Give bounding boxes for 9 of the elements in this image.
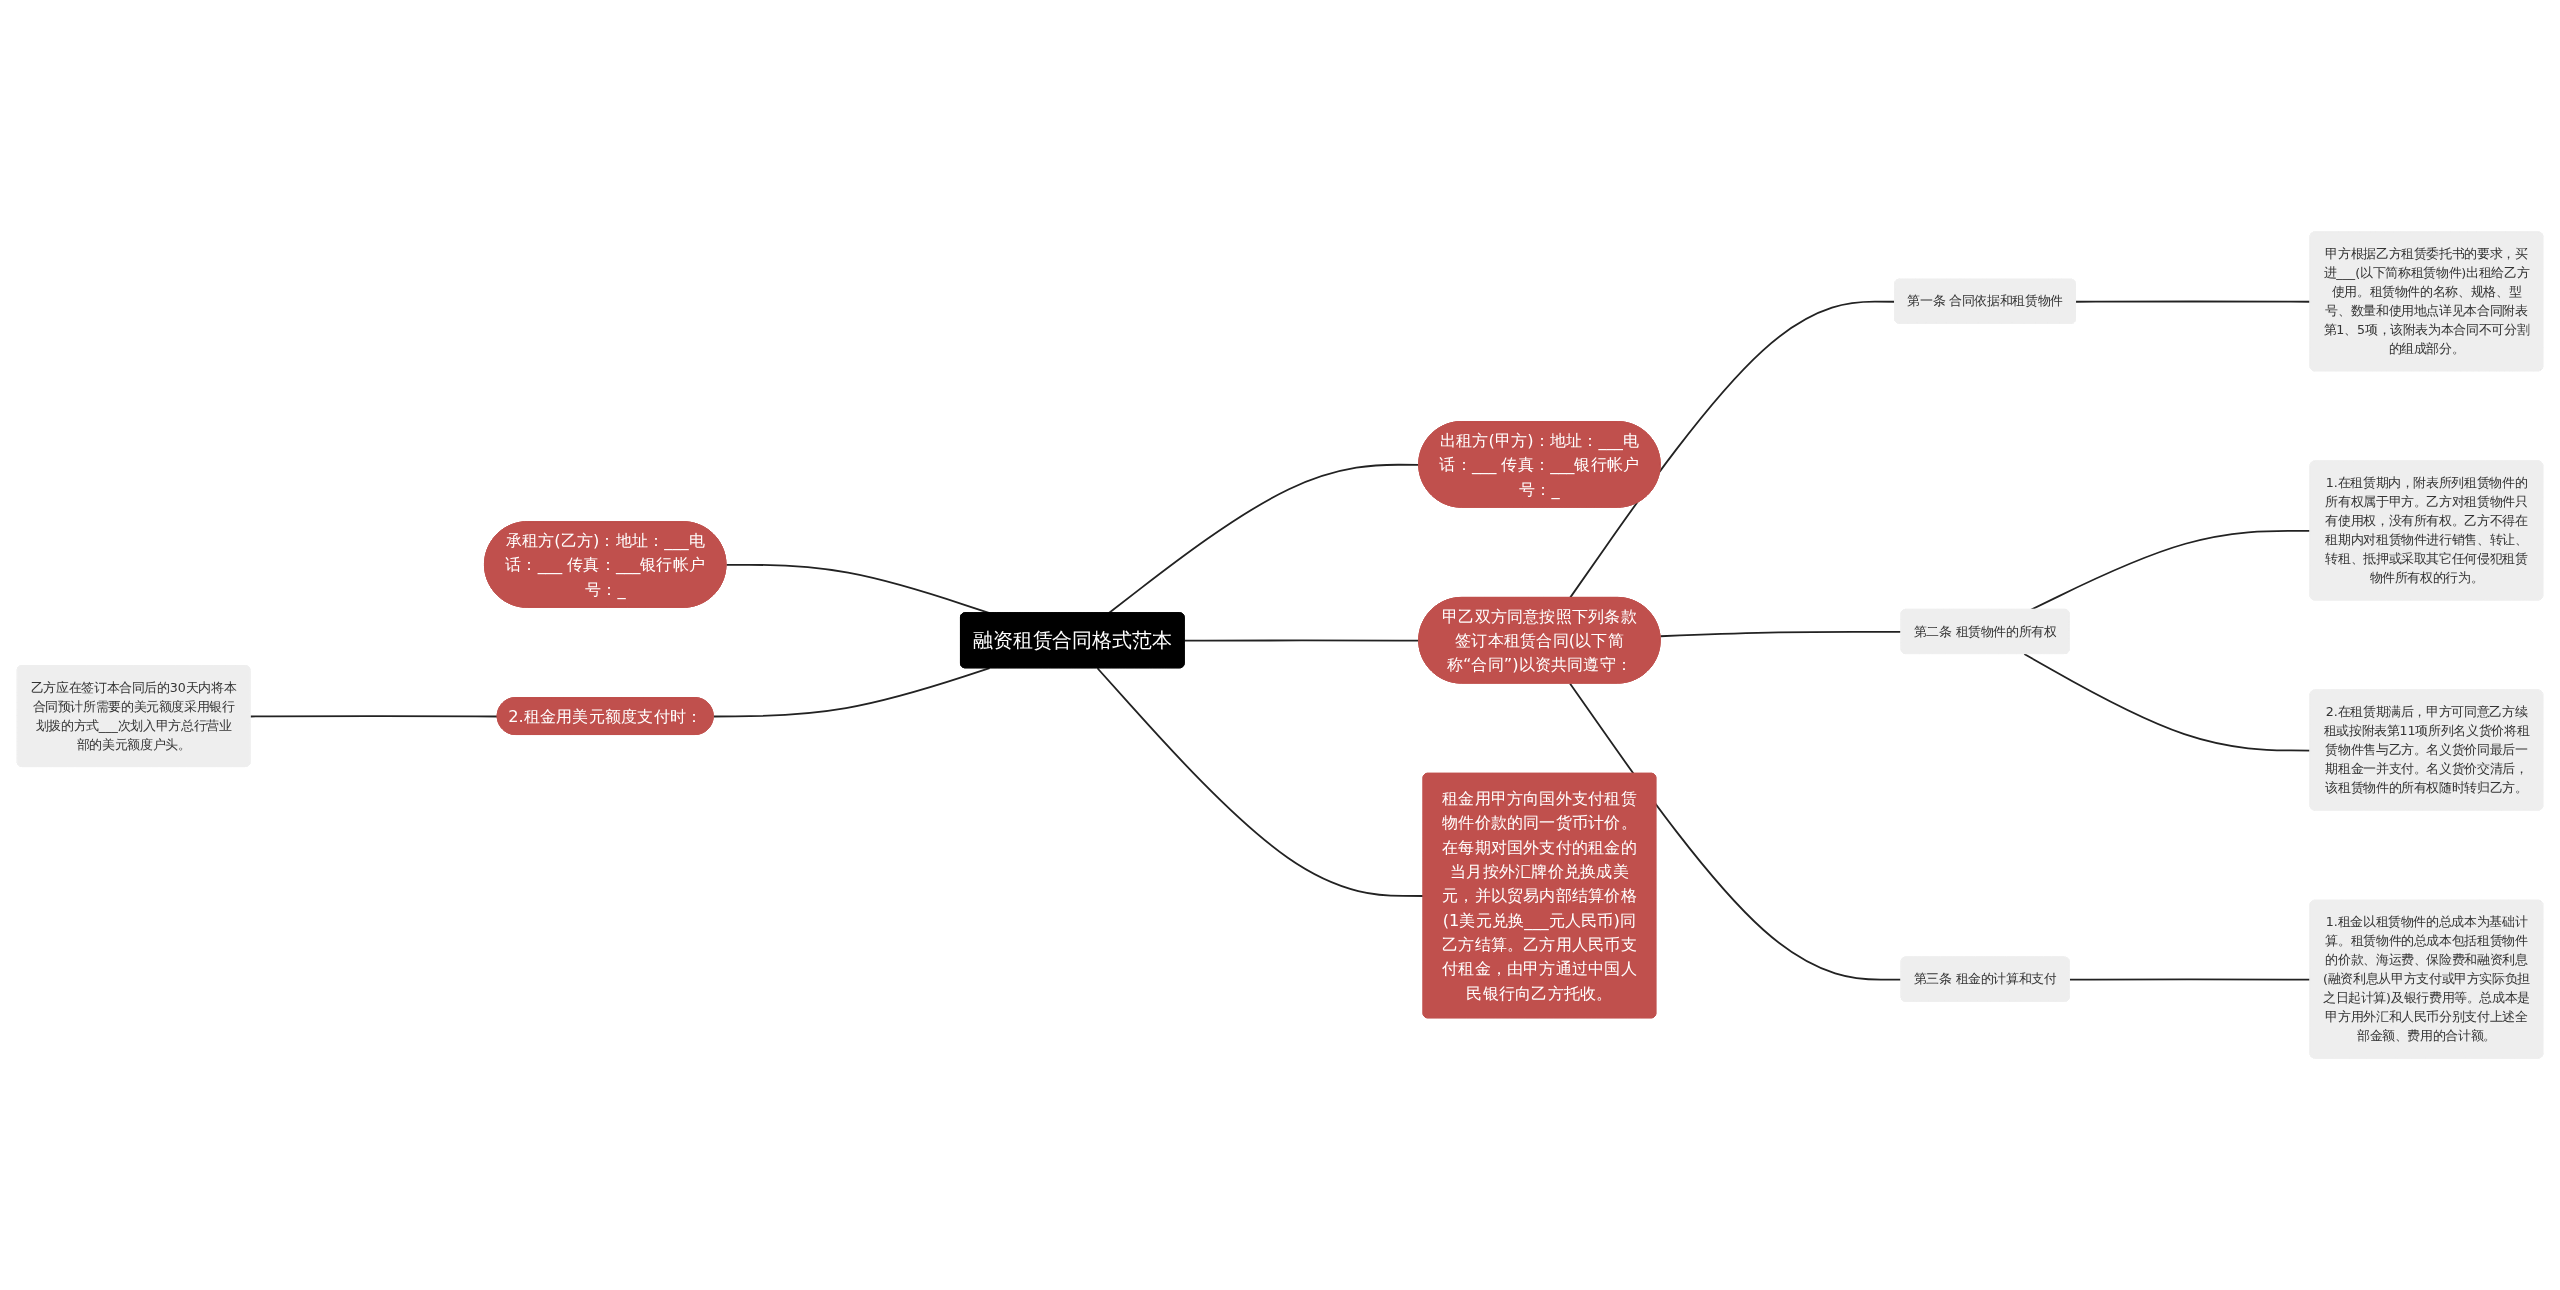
connector [712, 667, 991, 718]
connector [2030, 529, 2312, 611]
connector [2023, 653, 2312, 752]
connector [1659, 630, 1903, 638]
connector [1569, 682, 1903, 981]
connector [2075, 300, 2312, 303]
connector [2068, 978, 2312, 981]
connector [1096, 667, 1425, 897]
connector [249, 715, 499, 718]
